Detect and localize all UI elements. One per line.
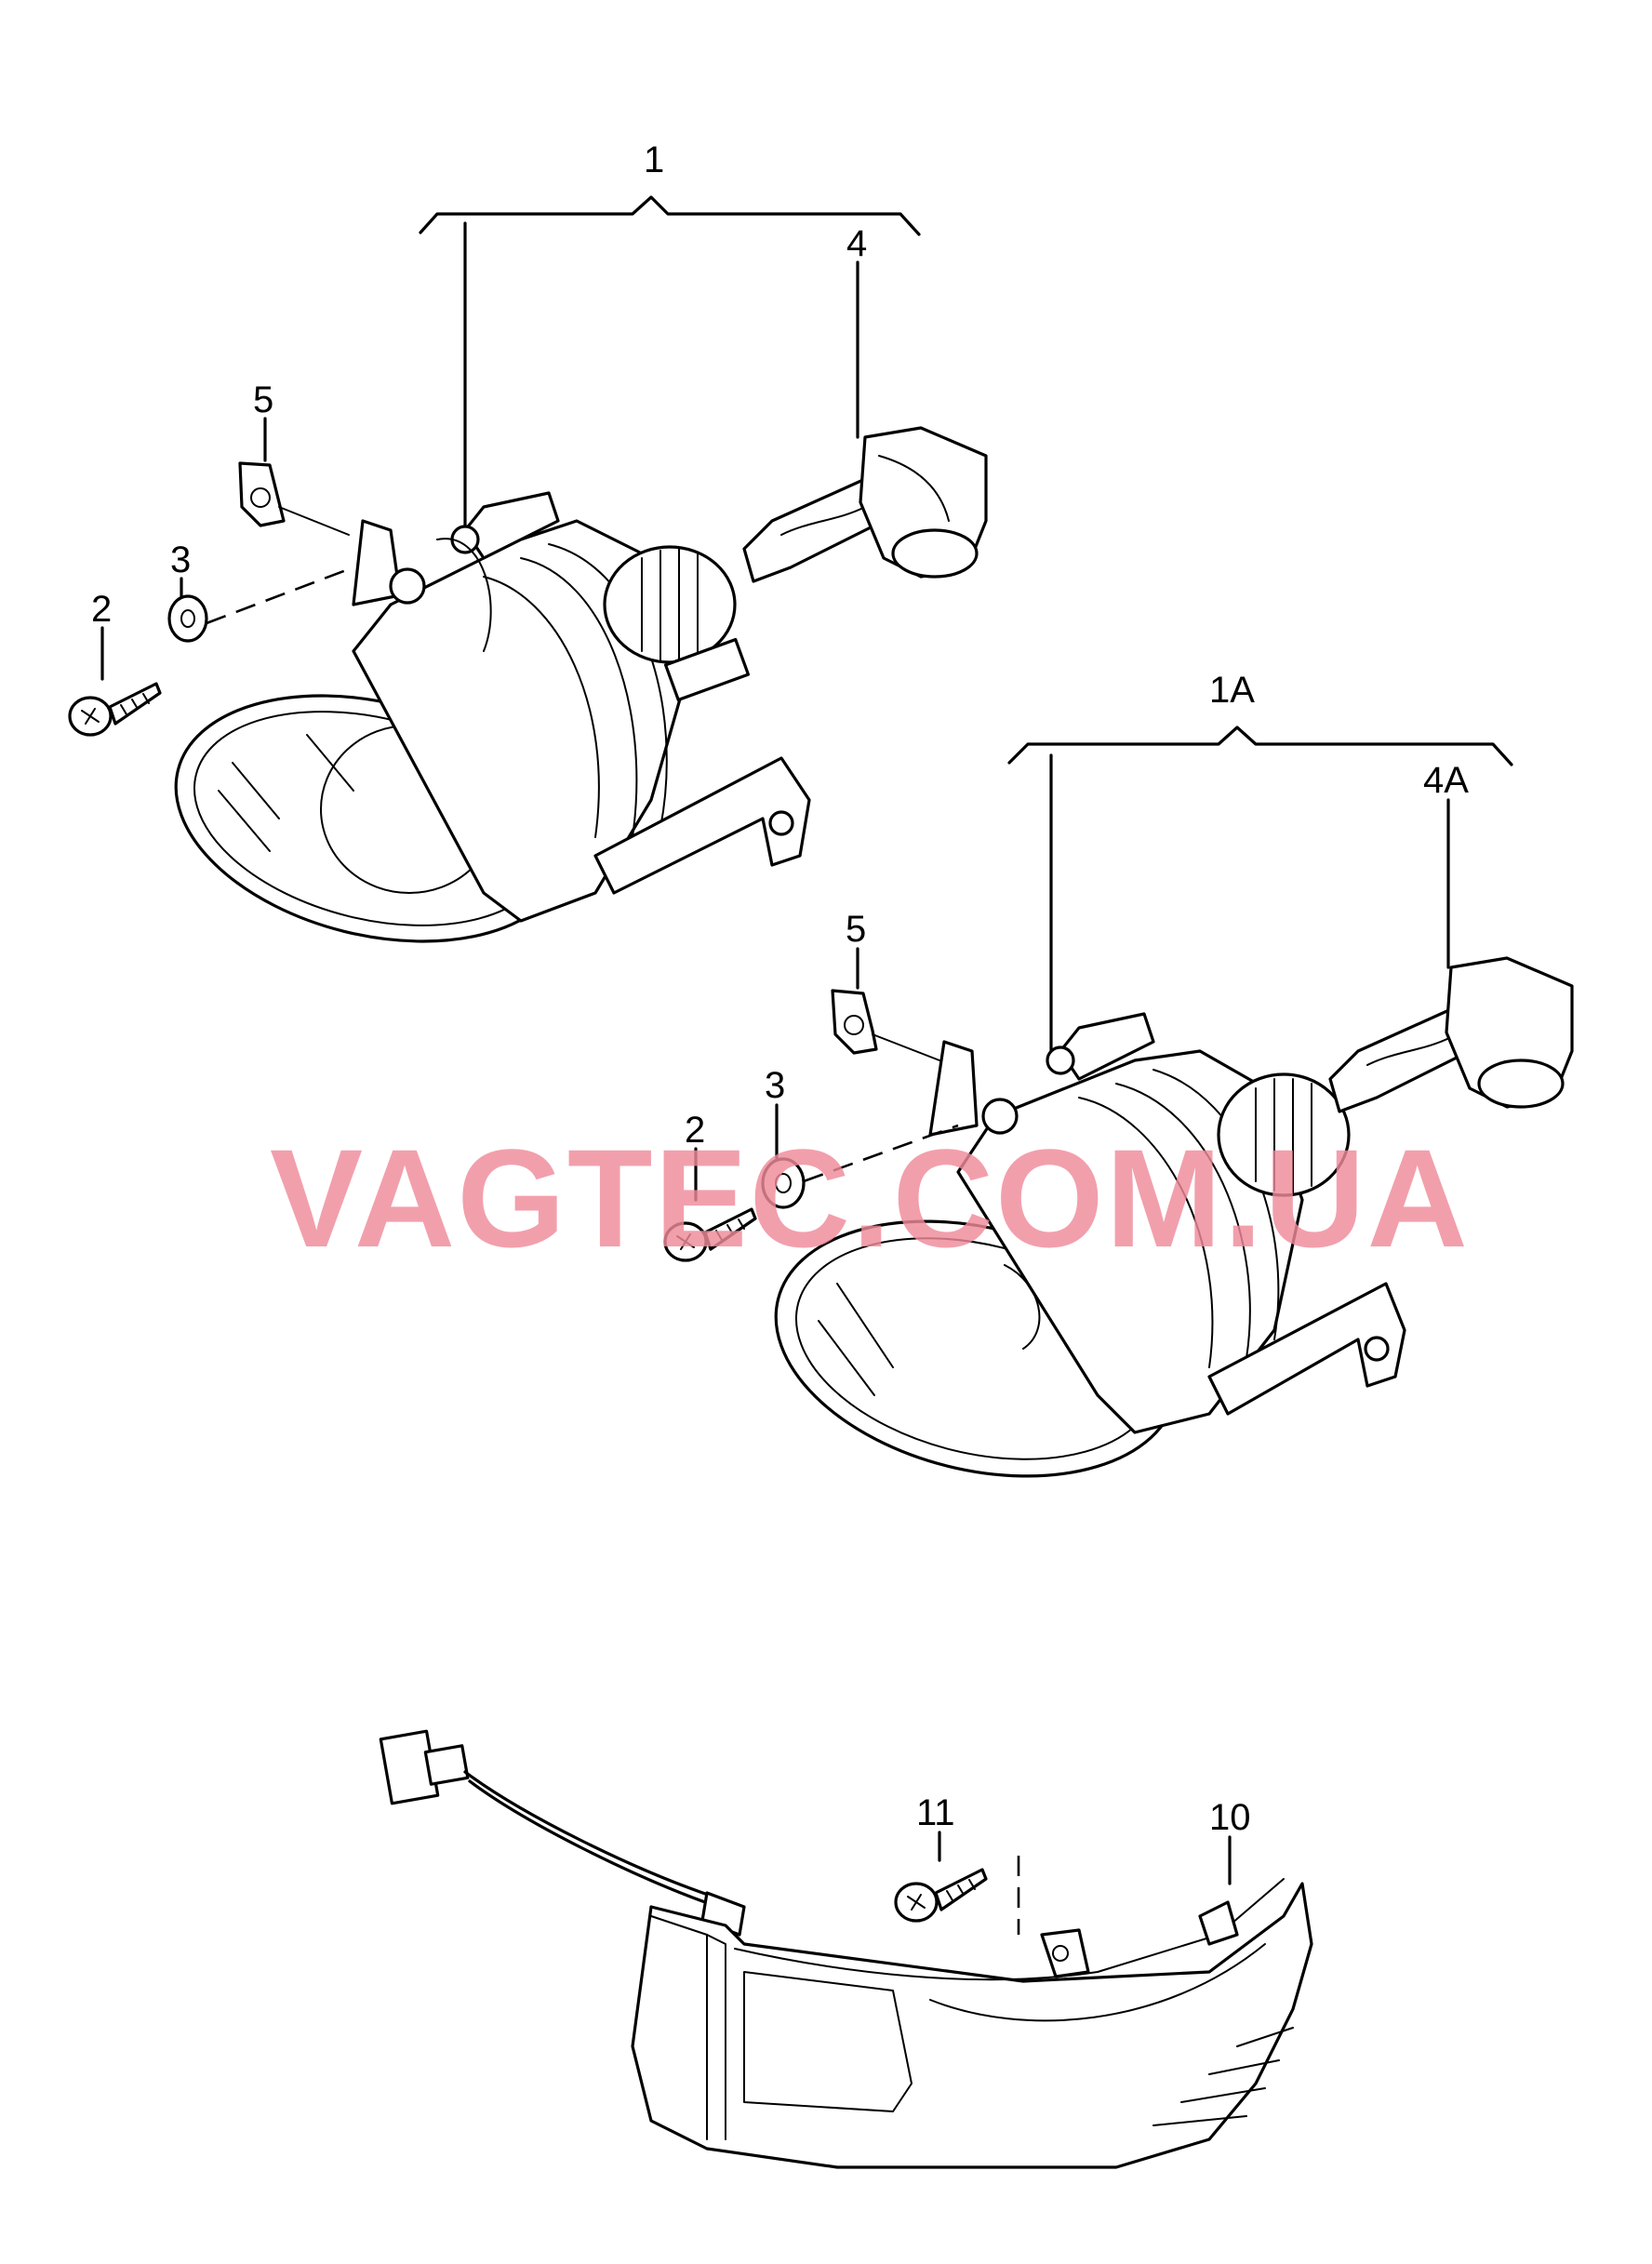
- clip-5-top: [238, 417, 350, 536]
- callout-10: 10: [1209, 1797, 1251, 1838]
- callout-4: 4: [846, 223, 867, 264]
- callout-1a: 1A: [1209, 670, 1255, 711]
- bulb-4: [742, 260, 988, 583]
- fog-lamp-assembly-1a: [774, 726, 1513, 1478]
- screw-11: [894, 1831, 1020, 1935]
- fog-lamp-assembly-1: [174, 195, 921, 943]
- washer-3-mid: [761, 1103, 959, 1209]
- callout-3-top: 3: [170, 539, 191, 580]
- clip-5-mid: [831, 947, 940, 1061]
- callout-1: 1: [644, 140, 664, 180]
- callout-4a: 4A: [1423, 760, 1469, 801]
- callout-2-mid: 2: [685, 1110, 705, 1151]
- watermark-text: VAGTEC.COM.UA: [270, 1120, 1470, 1276]
- bulb-4a: [1328, 798, 1574, 1113]
- screw-2-top: [68, 626, 162, 737]
- callout-2-top: 2: [91, 589, 112, 630]
- screw-2-mid: [663, 1147, 757, 1262]
- washer-3-top: [167, 566, 354, 643]
- callout-5-mid: 5: [846, 909, 866, 950]
- corner-lamp-10: [379, 1729, 1313, 2169]
- callout-11: 11: [916, 1792, 955, 1833]
- callout-3-mid: 3: [765, 1065, 785, 1106]
- callout-5-top: 5: [253, 380, 273, 420]
